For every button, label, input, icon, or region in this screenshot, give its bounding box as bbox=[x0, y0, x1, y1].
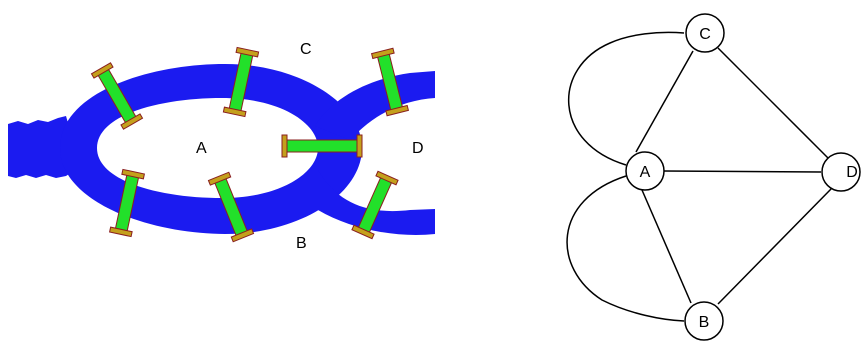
bridge-6 bbox=[207, 171, 255, 243]
bridge-4 bbox=[281, 134, 363, 158]
edge-a-b-curved bbox=[566, 175, 685, 322]
svg-text:D: D bbox=[846, 164, 858, 181]
node-c: C bbox=[685, 13, 725, 53]
river-upper-arm bbox=[315, 71, 435, 140]
landmass-label-c: C bbox=[300, 41, 312, 58]
bridges bbox=[90, 46, 410, 243]
bridge-7 bbox=[351, 170, 399, 240]
node-a: A bbox=[625, 151, 665, 191]
bridge-1 bbox=[90, 62, 144, 130]
landmass-label-a: A bbox=[196, 140, 207, 157]
edge-a-c bbox=[635, 50, 694, 153]
landmass-label-b: B bbox=[296, 235, 307, 252]
graph: C A D B bbox=[566, 13, 861, 341]
edge-b-d bbox=[717, 187, 833, 305]
bridge-5 bbox=[108, 168, 146, 238]
bridge-3 bbox=[370, 47, 410, 117]
river-source bbox=[8, 116, 78, 178]
svg-text:C: C bbox=[699, 26, 711, 43]
edge-c-d bbox=[717, 47, 831, 161]
bridge-2 bbox=[222, 46, 260, 118]
svg-text:A: A bbox=[640, 164, 651, 181]
river-lower-arm bbox=[318, 170, 435, 235]
node-b: B bbox=[684, 301, 724, 341]
edge-a-d bbox=[663, 170, 822, 173]
edge-a-b bbox=[641, 189, 692, 304]
svg-text:B: B bbox=[699, 314, 710, 331]
node-d: D bbox=[821, 152, 861, 192]
edge-a-c-curved bbox=[567, 31, 685, 166]
landmass-label-d: D bbox=[412, 140, 424, 157]
river-map: C A D B bbox=[8, 41, 435, 252]
